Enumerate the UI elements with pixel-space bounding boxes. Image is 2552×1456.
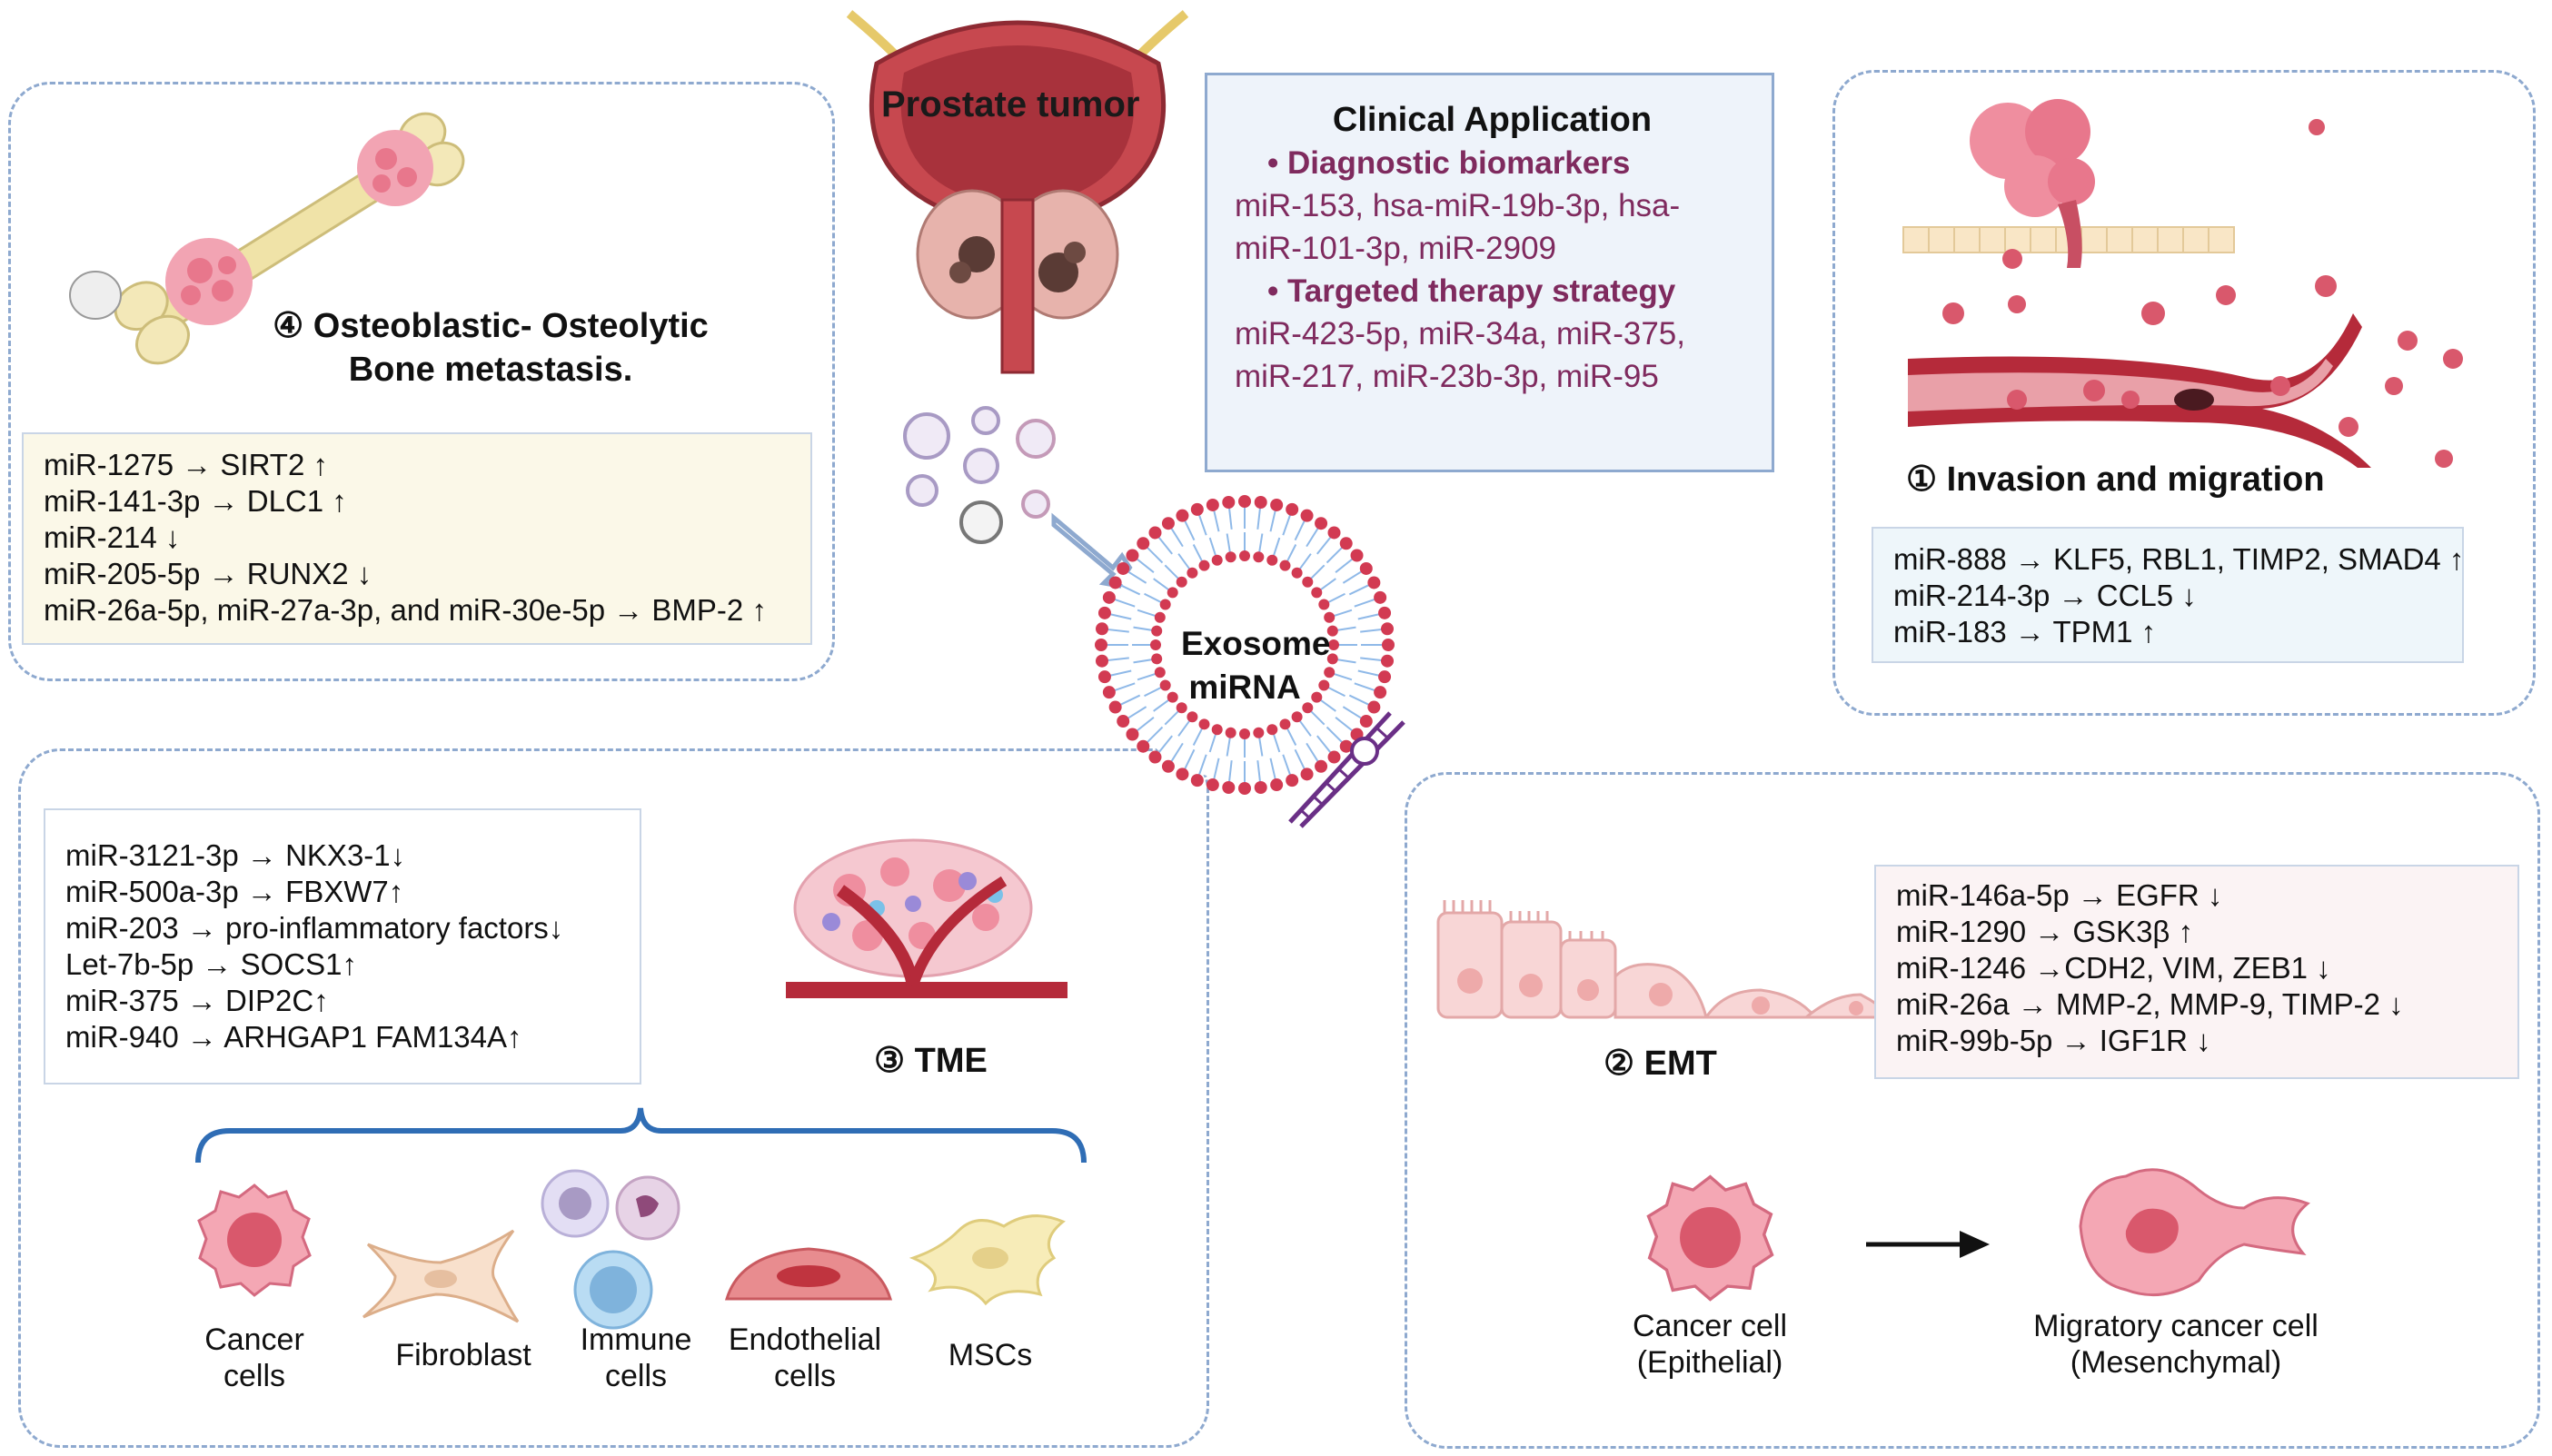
- epithelial-transition-icon: [1436, 900, 1896, 1019]
- emt-title: ② EMT: [1604, 1045, 1717, 1083]
- therapy-line: miR-423-5p, miR-34a, miR-375,: [1235, 316, 1685, 352]
- emt-mirna-line: miR-146a-5p → EGFR ↓: [1896, 878, 2223, 912]
- exosome-label-line: Exosome: [1181, 625, 1331, 662]
- bone-mirna-line: miR-141-3p → DLC1 ↑: [44, 484, 347, 518]
- emt-mirna-line: miR-26a → MMP-2, MMP-9, TIMP-2 ↓: [1896, 987, 2404, 1021]
- emt-arrow-icon: [1866, 1231, 1990, 1258]
- emt-mirna-line: miR-1290 → GSK3β ↑: [1896, 915, 2194, 948]
- emt-from-cell-label: Cancer cell (Epithelial): [1619, 1308, 1801, 1381]
- emt-to-cell-line: (Mesenchymal): [2070, 1345, 2282, 1380]
- bone-panel: [8, 82, 835, 681]
- tme-mirna-line: miR-3121-3p → NKX3-1↓: [65, 838, 406, 872]
- emt-to-cell-line: Migratory cancer cell: [2033, 1309, 2319, 1343]
- exosome-label: Exosome miRNA: [1181, 622, 1331, 709]
- msc-icon: [909, 1214, 1066, 1306]
- cancer-cell-icon: [197, 1184, 312, 1297]
- tme-cell-label-line: Immune: [580, 1322, 692, 1357]
- tme-mirna-line: miR-375 → DIP2C↑: [65, 984, 329, 1017]
- bone-mirna-line: miR-26a-5p, miR-27a-3p, and miR-30e-5p →…: [44, 593, 767, 627]
- tme-cell-label-endothelial: Endothelial cells: [723, 1322, 887, 1394]
- blood-vessel-icon: [1902, 99, 2463, 468]
- therapy-heading: • Targeted therapy strategy: [1267, 273, 1676, 309]
- tme-cell-label-cancer: Cancer cells: [191, 1322, 318, 1394]
- invasion-mirna-line: miR-888 → KLF5, RBL1, TIMP2, SMAD4 ↑: [1893, 542, 2465, 576]
- immune-cell-icon: [541, 1169, 680, 1330]
- bone-title-line: ④ Osteoblastic- Osteolytic: [273, 307, 709, 345]
- emt-mirna-box: miR-146a-5p → EGFR ↓ miR-1290 → GSK3β ↑ …: [1874, 865, 2519, 1079]
- emt-mirna-line: miR-99b-5p → IGF1R ↓: [1896, 1024, 2211, 1057]
- tme-cell-label-mscs: MSCs: [936, 1337, 1045, 1373]
- cancer-cell-icon: [1646, 1174, 1774, 1302]
- tme-cell-label-fibroblast: Fibroblast: [382, 1337, 545, 1373]
- tme-mirna-line: miR-940 → ARHGAP1 FAM134A↑: [65, 1020, 522, 1054]
- invasion-title: ① Invasion and migration: [1906, 461, 2325, 499]
- tme-cell-label-line: Fibroblast: [395, 1338, 531, 1372]
- diagnostic-heading: • Diagnostic biomarkers: [1267, 145, 1631, 181]
- prostate-tumor-title: Prostate tumor: [881, 84, 1140, 124]
- tme-cell-label-line: cells: [223, 1359, 286, 1393]
- bone-mirna-line: miR-214 ↓: [44, 520, 181, 554]
- tme-cell-label-line: MSCs: [948, 1338, 1033, 1372]
- tme-cell-label-line: cells: [604, 1359, 668, 1393]
- emt-panel: [1405, 772, 2540, 1449]
- fibroblast-icon: [362, 1229, 520, 1323]
- invasion-panel: [1832, 70, 2536, 716]
- diagnostic-line: miR-153, hsa-miR-19b-3p, hsa-: [1235, 188, 1681, 223]
- tme-mirna-box: miR-3121-3p → NKX3-1↓ miR-500a-3p → FBXW…: [44, 808, 641, 1085]
- clinical-application-box: Clinical Application • Diagnostic biomar…: [1205, 73, 1774, 472]
- therapy-line: miR-217, miR-23b-3p, miR-95: [1235, 359, 1659, 394]
- tme-cell-label-line: Cancer: [204, 1322, 304, 1357]
- migratory-cell-icon: [2079, 1168, 2310, 1297]
- exosome-membrane-icon: [1095, 495, 1395, 795]
- tme-cell-label-line: Endothelial: [728, 1322, 882, 1357]
- tme-cell-label-line: cells: [773, 1359, 837, 1393]
- bone-title-line: Bone metastasis.: [348, 351, 633, 389]
- therapy-heading-text: Targeted therapy strategy: [1286, 273, 1676, 309]
- tme-cell-label-immune: Immune cells: [568, 1322, 704, 1394]
- tme-mirna-line: miR-203 → pro-inflammatory factors↓: [65, 911, 564, 945]
- bone-icon: [69, 112, 465, 365]
- exosome-label-line: miRNA: [1188, 669, 1301, 706]
- diagnostic-heading-text: Diagnostic biomarkers: [1286, 145, 1631, 181]
- tme-mirna-line: miR-500a-3p → FBXW7↑: [65, 875, 404, 908]
- vesicle-cluster-icon: [903, 406, 1056, 544]
- rna-hairpin-icon: [1288, 711, 1405, 828]
- tumor-vessel-icon: [786, 838, 1067, 998]
- clinical-title: Clinical Application: [1332, 101, 1653, 139]
- tme-bracket-icon: [195, 1107, 1087, 1164]
- emt-mirna-line: miR-1246 →CDH2, VIM, ZEB1 ↓: [1896, 951, 2331, 985]
- invasion-mirna-box: miR-888 → KLF5, RBL1, TIMP2, SMAD4 ↑ miR…: [1872, 527, 2464, 663]
- bone-mirna-line: miR-1275 → SIRT2 ↑: [44, 448, 328, 481]
- invasion-mirna-line: miR-183 → TPM1 ↑: [1893, 615, 2157, 649]
- emt-to-cell-label: Migratory cancer cell (Mesenchymal): [2017, 1308, 2335, 1381]
- bone-mirna-line: miR-205-5p → RUNX2 ↓: [44, 557, 372, 590]
- diagnostic-line: miR-101-3p, miR-2909: [1235, 231, 1557, 266]
- tme-title: ③ TME: [874, 1042, 988, 1080]
- endothelial-cell-icon: [724, 1247, 893, 1301]
- bone-mirna-box: miR-1275 → SIRT2 ↑ miR-141-3p → DLC1 ↑ m…: [22, 432, 812, 645]
- tme-mirna-line: Let-7b-5p → SOCS1↑: [65, 947, 357, 981]
- bladder-prostate-icon: [846, 10, 1189, 374]
- bone-title: ④ Osteoblastic- Osteolytic Bone metastas…: [250, 304, 731, 391]
- emt-from-cell-line: (Epithelial): [1636, 1345, 1783, 1380]
- emt-from-cell-line: Cancer cell: [1632, 1309, 1788, 1343]
- tme-panel: [18, 748, 1209, 1448]
- invasion-mirna-line: miR-214-3p → CCL5 ↓: [1893, 579, 2197, 612]
